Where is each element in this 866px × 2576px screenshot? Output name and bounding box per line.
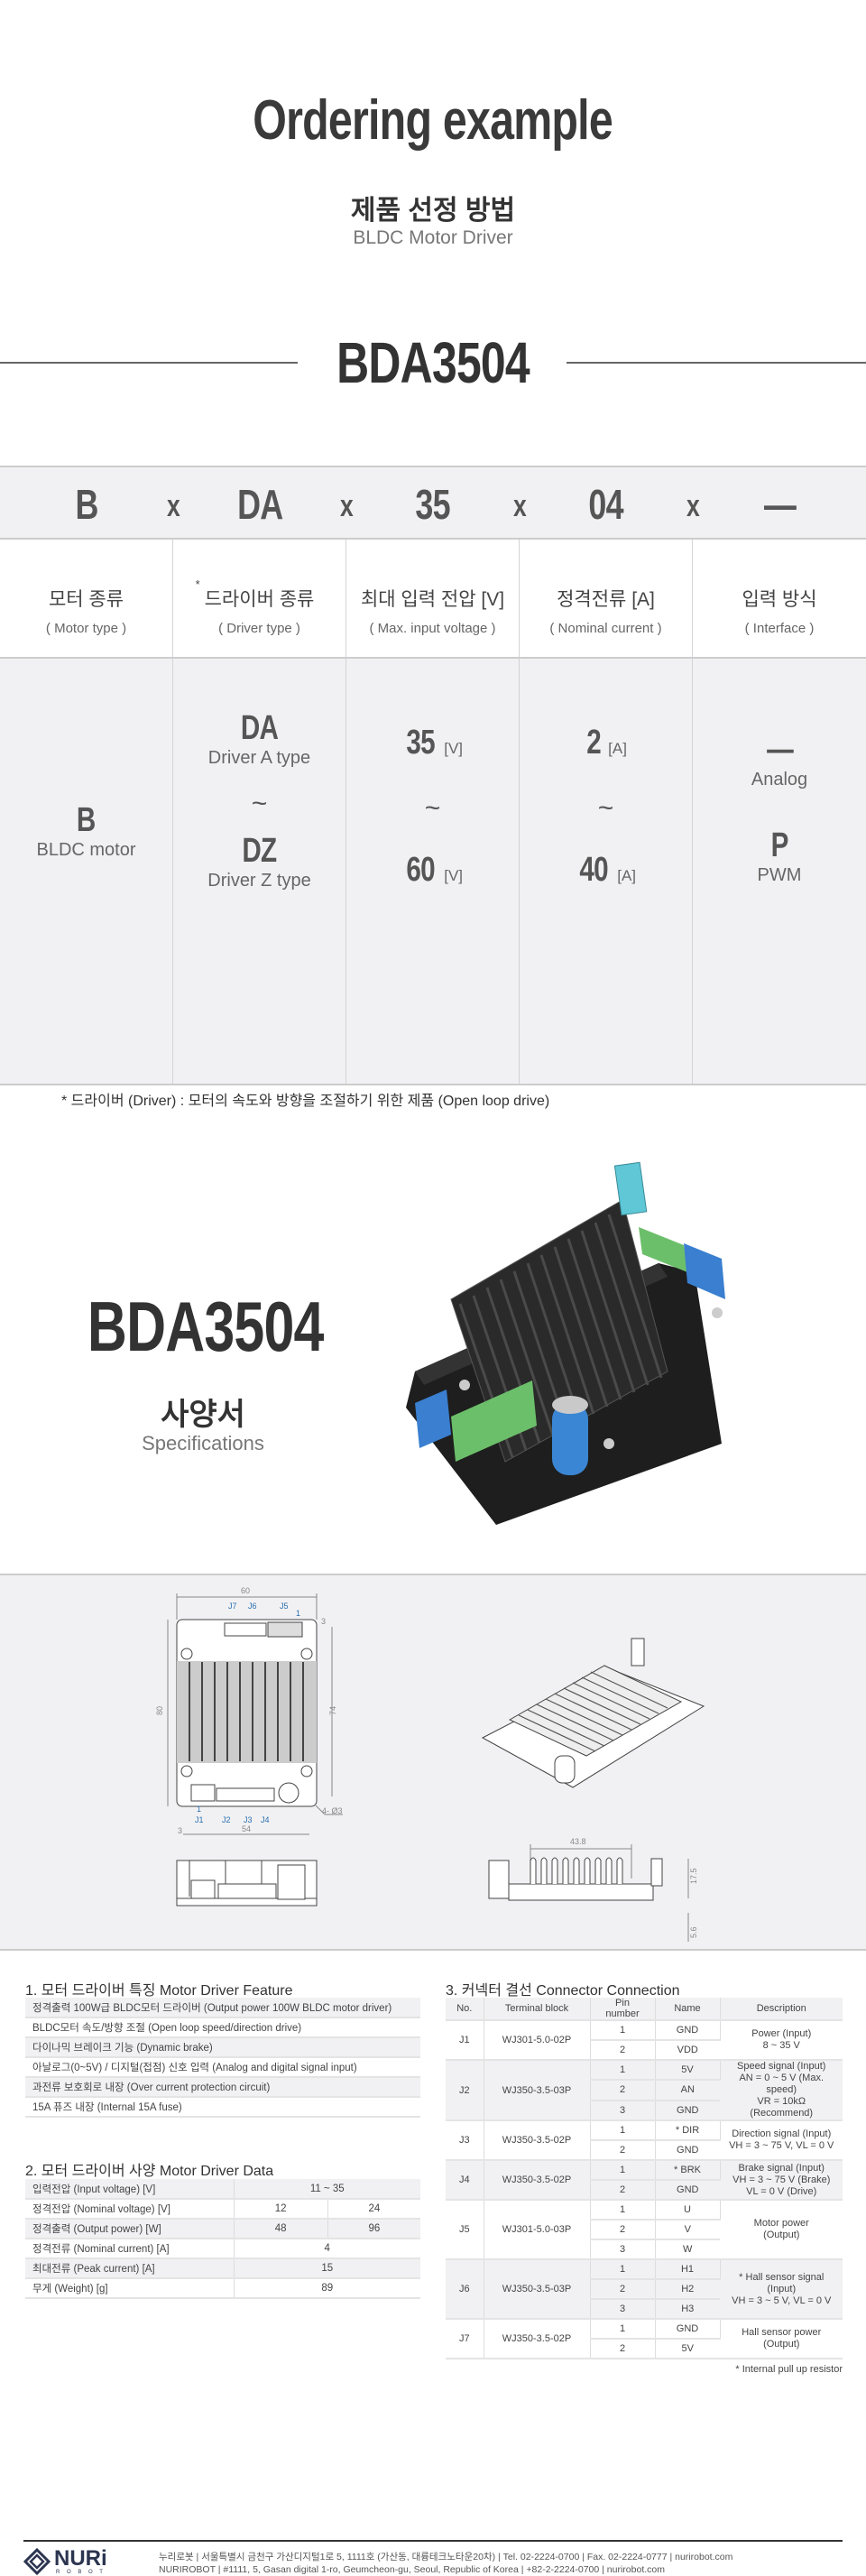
- ordering-options-row: B BLDC motor DA Driver A type ~ DZ Drive…: [0, 659, 866, 1085]
- code-driver: DA: [236, 481, 283, 528]
- top-view-drawing: 60 80 74 54 3 3 4- Ø3 J7 J6 J5 1 1 J1 J2…: [155, 1586, 343, 1835]
- svg-text:60: 60: [241, 1586, 250, 1595]
- driver-footnote: * 드라이버 (Driver) : 모터의 속도와 방향을 조절하기 위한 제품…: [61, 1094, 550, 1109]
- code-voltage: 35: [415, 481, 451, 528]
- col-header-nominal-current: 정격전류 [A] ( Nominal current ): [520, 540, 693, 657]
- model-heading: BDA3504: [336, 330, 530, 395]
- nuri-logo-icon: [23, 2548, 51, 2575]
- spec-title-korean: 사양서: [161, 1398, 245, 1432]
- data-row: 최대전류 (Peak current) [A]15: [25, 2258, 420, 2279]
- svg-text:J6: J6: [248, 1602, 257, 1611]
- subtitle-korean: 제품 선정 방법: [350, 196, 516, 226]
- footer-address-korean: 누리로봇 | 서울특별시 금천구 가산디지털1로 5, 1111호 (가산동, …: [159, 2552, 733, 2562]
- ordering-code-band: B x DA x 35 x 04 x —: [0, 466, 866, 540]
- code-separator: x: [340, 489, 354, 523]
- code-separator: x: [513, 489, 527, 523]
- product-render-image: [406, 1161, 725, 1525]
- data-row: 무게 (Weight) [g]89: [25, 2278, 420, 2299]
- logo-subtext: R O B O T: [56, 2570, 106, 2575]
- connector-table: No. Terminal block Pin number Name Descr…: [446, 1998, 843, 2359]
- col-header-motor-type: 모터 종류 ( Motor type ): [0, 540, 173, 657]
- svg-text:17.5: 17.5: [689, 1868, 698, 1884]
- svg-text:J2: J2: [222, 1815, 231, 1824]
- svg-text:5.6: 5.6: [689, 1926, 698, 1938]
- features-table: 정격출력 100W급 BLDC모터 드라이버 (Output power 100…: [25, 1998, 420, 2118]
- feature-row: 다이나믹 브레이크 기능 (Dynamic brake): [25, 2037, 420, 2058]
- footer-divider: [23, 2540, 843, 2542]
- code-separator: x: [686, 489, 700, 523]
- svg-text:1: 1: [197, 1805, 201, 1814]
- feature-row: BLDC모터 속도/방향 조절 (Open loop speed/directi…: [25, 2017, 420, 2038]
- data-row: 정격전류 (Nominal current) [A]4: [25, 2239, 420, 2259]
- svg-text:J7: J7: [228, 1602, 237, 1611]
- divider-right: [567, 362, 866, 364]
- divider-left: [0, 362, 298, 364]
- feature-row: 아날로그(0~5V) / 디지털(접점) 신호 입력 (Analog and d…: [25, 2057, 420, 2078]
- dimension-drawings-panel: 60 80 74 54 3 3 4- Ø3 J7 J6 J5 1 1 J1 J2…: [0, 1574, 866, 1951]
- feature-row: 15A 퓨즈 내장 (Internal 15A fuse): [25, 2097, 420, 2118]
- side-view-drawing-right: 43.8 17.5 5.6: [488, 1837, 698, 1942]
- svg-text:74: 74: [328, 1706, 337, 1715]
- ordering-header-row: 모터 종류 ( Motor type ) *드라이버 종류 ( Driver t…: [0, 540, 866, 659]
- svg-text:43.8: 43.8: [570, 1837, 586, 1846]
- feature-row: 정격출력 100W급 BLDC모터 드라이버 (Output power 100…: [25, 1998, 420, 2018]
- option-voltage: 35[V] ~ 60[V]: [346, 659, 520, 1084]
- option-current: 2[A] ~ 40[A]: [520, 659, 693, 1084]
- code-separator: x: [167, 489, 180, 523]
- svg-text:80: 80: [155, 1706, 164, 1715]
- isometric-drawing: [481, 1638, 705, 1788]
- features-title: 1. 모터 드라이버 특징 Motor Driver Feature: [25, 1983, 293, 1999]
- asterisk-mark: *: [195, 577, 200, 591]
- svg-text:J5: J5: [280, 1602, 289, 1611]
- page-title: Ordering example: [253, 89, 614, 152]
- footer-address-english: NURIROBOT | #1111, 5, Gasan digital 1-ro…: [159, 2564, 665, 2575]
- logo-wordmark: NURi: [54, 2546, 107, 2571]
- driver-data-title: 2. 모터 드라이버 사양 Motor Driver Data: [25, 2164, 274, 2179]
- data-row: 입력전압 (Input voltage) [V]11 ~ 35: [25, 2179, 420, 2200]
- code-current: 04: [588, 481, 624, 528]
- code-interface: —: [763, 481, 796, 528]
- spec-title-english: Specifications: [142, 1432, 264, 1454]
- subtitle-english: BLDC Motor Driver: [353, 227, 513, 248]
- option-interface: — Analog P PWM: [751, 731, 808, 885]
- svg-text:3: 3: [178, 1826, 182, 1835]
- col-header-driver-type: *드라이버 종류 ( Driver type ): [173, 540, 346, 657]
- driver-data-table: 입력전압 (Input voltage) [V]11 ~ 35 정격전압 (No…: [25, 2179, 420, 2299]
- svg-text:J1: J1: [195, 1815, 204, 1824]
- code-motor: B: [75, 481, 98, 528]
- pullup-footnote: * Internal pull up resistor: [735, 2364, 843, 2375]
- svg-text:4- Ø3: 4- Ø3: [322, 1806, 343, 1815]
- feature-row: 과전류 보호회로 내장 (Over current protection cir…: [25, 2077, 420, 2098]
- col-header-interface: 입력 방식 ( Interface ): [742, 589, 817, 636]
- spec-model-heading: BDA3504: [87, 1287, 324, 1366]
- svg-text:1: 1: [296, 1609, 300, 1618]
- svg-text:J3: J3: [244, 1815, 253, 1824]
- connector-title: 3. 커넥터 결선 Connector Connection: [446, 1983, 680, 1999]
- option-driver: DA Driver A type ~ DZ Driver Z type: [173, 659, 346, 1084]
- col-header-max-voltage: 최대 입력 전압 [V] ( Max. input voltage ): [346, 540, 520, 657]
- side-view-drawing-left: [176, 1860, 318, 1907]
- svg-text:3: 3: [321, 1617, 326, 1626]
- connector-header-row: No. Terminal block Pin number Name Descr…: [446, 1998, 843, 2021]
- option-motor: B BLDC motor: [0, 659, 173, 1084]
- svg-text:J4: J4: [261, 1815, 270, 1824]
- svg-text:54: 54: [242, 1824, 251, 1833]
- nuri-robot-logo: NURi R O B O T: [23, 2546, 132, 2575]
